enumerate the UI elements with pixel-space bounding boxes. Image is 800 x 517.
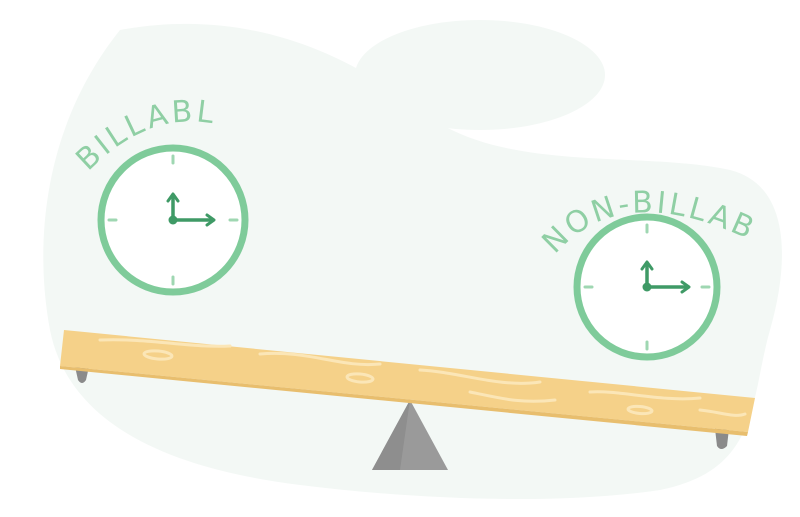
seesaw-plank [60,330,755,436]
non-billable-clock-icon [573,213,721,361]
fulcrum-triangle [372,400,448,470]
billable-clock-icon [97,144,249,296]
